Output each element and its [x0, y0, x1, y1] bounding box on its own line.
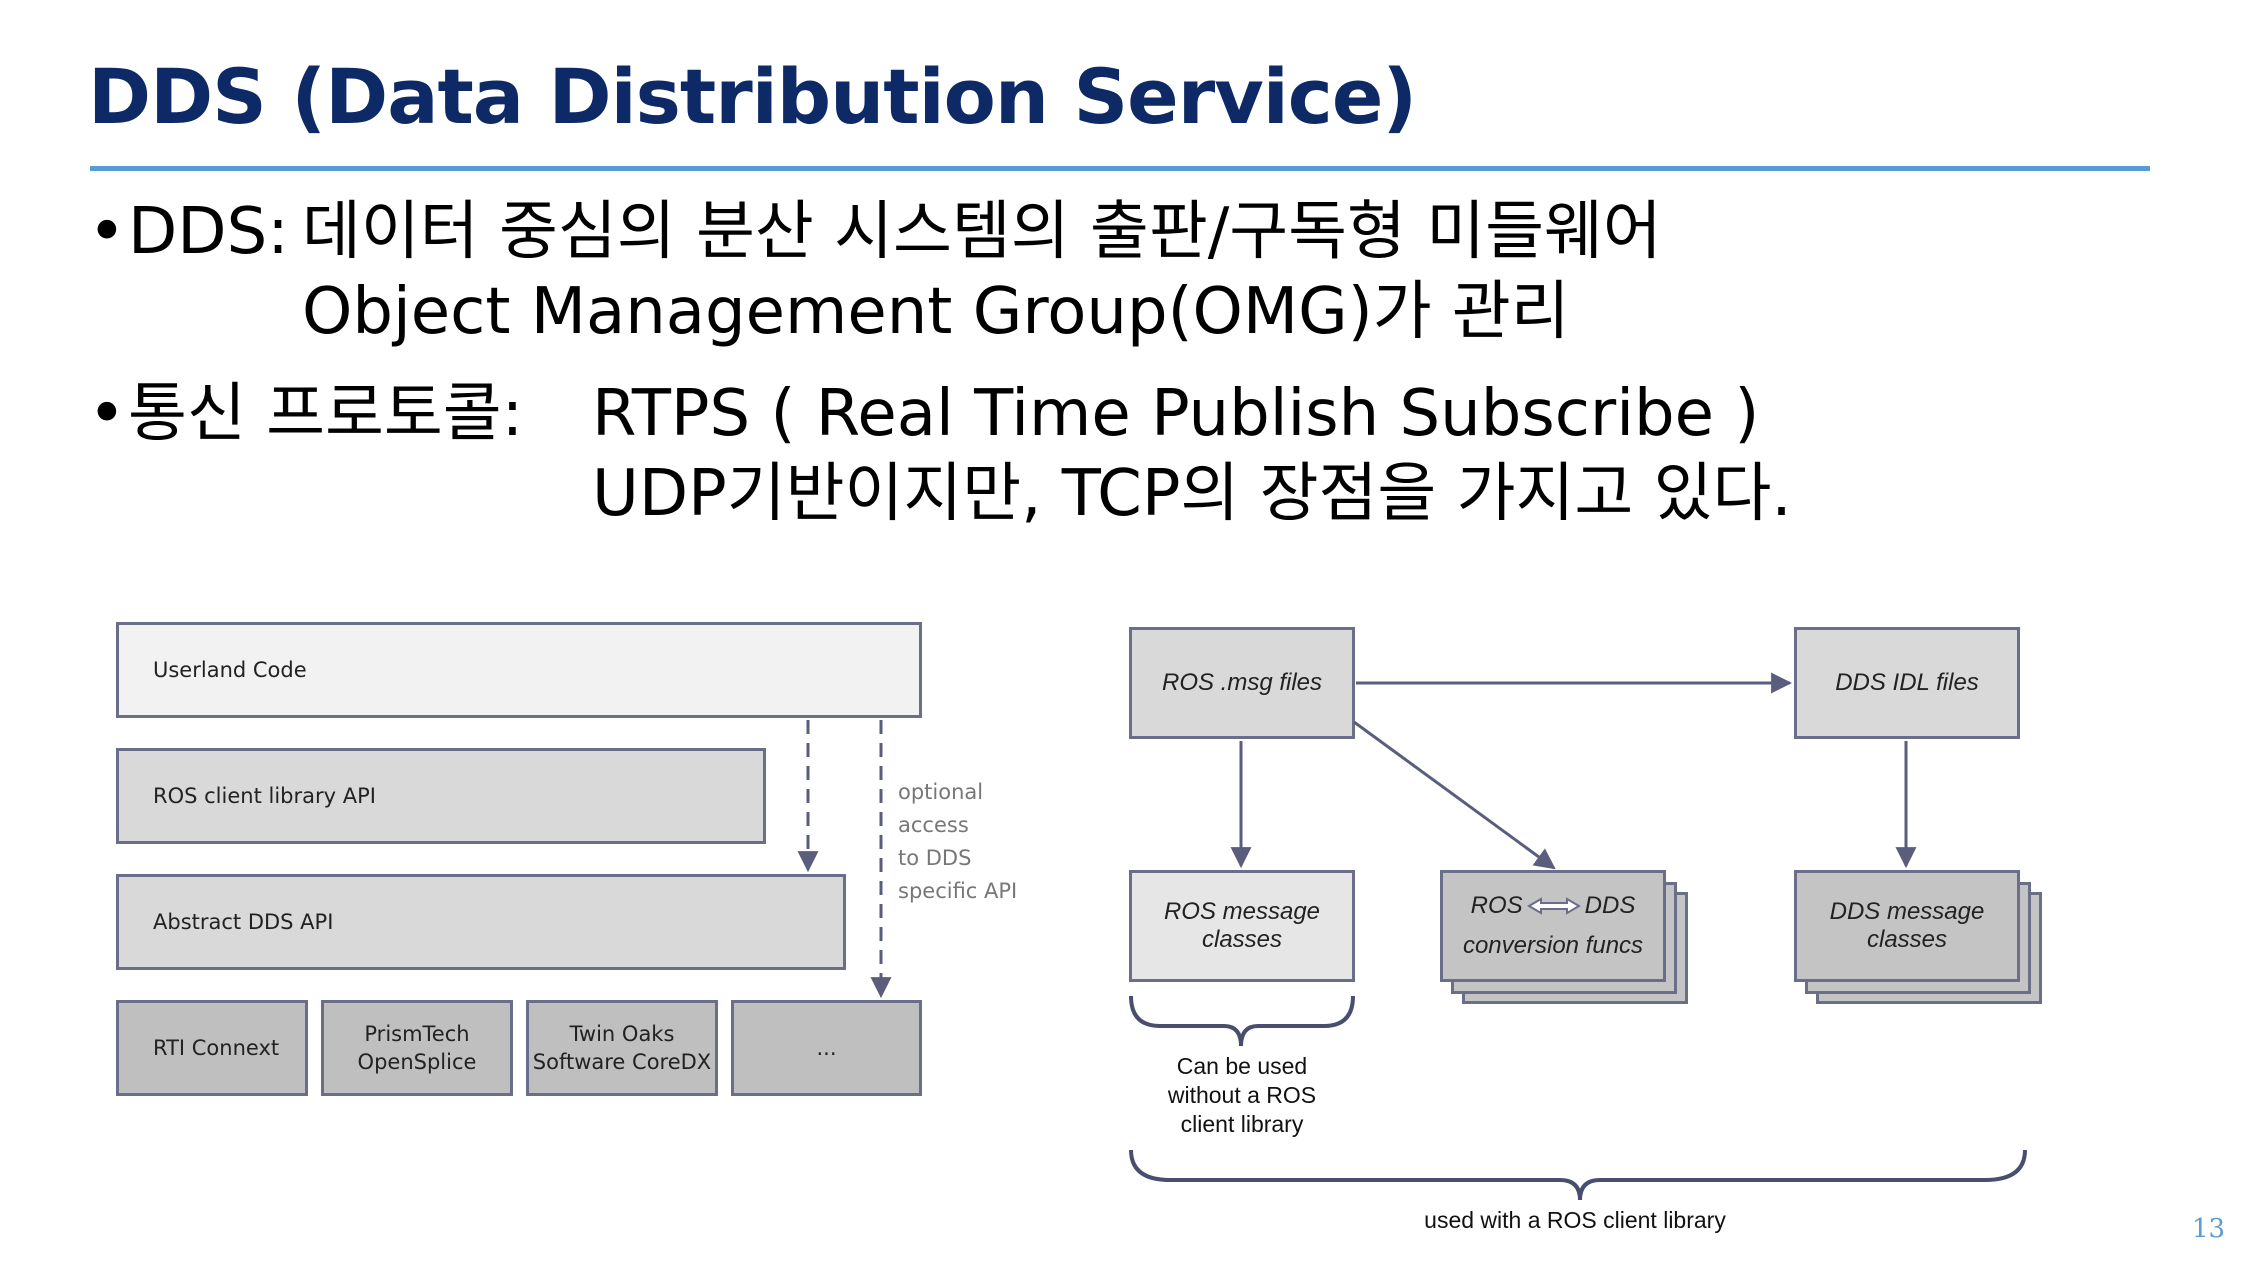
vendor-box-other: ... — [731, 1000, 922, 1096]
conversion-ros-label: ROS — [1470, 892, 1523, 919]
dds-idl-files-label: DDS IDL files — [1835, 669, 1979, 696]
abstract-dds-api-label: Abstract DDS API — [153, 910, 334, 934]
conversion-funcs-box: ROS DDS conversion funcs — [1440, 870, 1666, 982]
title-underline — [90, 166, 2150, 171]
brace-small-label: Can be used without a ROS client library — [1120, 1052, 1364, 1139]
vendor-label-twinoaks: Twin Oaks Software CoreDX — [532, 1022, 712, 1074]
bullet-line-protocol-1: RTPS ( Real Time Publish Subscribe ) — [592, 377, 1760, 451]
bullet-marker-protocol: • — [88, 377, 126, 451]
userland-code-label: Userland Code — [153, 658, 307, 682]
dds-idl-files-box: DDS IDL files — [1794, 627, 2020, 739]
ros-msg-files-label: ROS .msg files — [1161, 669, 1323, 696]
slide-title: DDS (Data Distribution Service) — [88, 52, 1417, 141]
conversion-dds-label: DDS — [1584, 892, 1636, 919]
dds-message-classes-line-2: classes — [1866, 926, 1948, 953]
ros-message-classes-line-2: classes — [1201, 926, 1283, 953]
ros-message-classes-box: ROS message classes — [1129, 870, 1355, 982]
abstract-dds-api-box: Abstract DDS API — [116, 874, 846, 970]
optional-note-line-4: specific API — [898, 879, 1018, 903]
brace-small-line-3: client library — [1180, 1111, 1304, 1137]
bullet-line-dds-2: Object Management Group(OMG)가 관리 — [302, 275, 1570, 349]
ros-message-classes-line-1: ROS message — [1163, 898, 1321, 925]
brace-small-line-1: Can be used — [1176, 1053, 1308, 1079]
optional-note-line-2: access — [898, 813, 969, 837]
userland-code-box: Userland Code — [116, 622, 922, 718]
vendor-label-rti: RTI Connext — [153, 1036, 280, 1060]
bullet-label-protocol: 통신 프로토콜: — [128, 377, 524, 451]
ros-msg-files-box: ROS .msg files — [1129, 627, 1355, 739]
optional-note-line-3: to DDS — [898, 846, 972, 870]
arrow-msg-to-conversion — [1353, 720, 1556, 870]
bidirectional-arrow-icon — [1526, 897, 1581, 915]
vendor-label-prismtech: PrismTech OpenSplice — [357, 1022, 477, 1074]
bullet-line-protocol-2: UDP기반이지만, TCP의 장점을 가지고 있다. — [592, 457, 1792, 531]
vendor-label-other: ... — [816, 1036, 837, 1060]
bullet-line-dds-1: 데이터 중심의 분산 시스템의 출판/구독형 미들웨어 — [302, 195, 1662, 269]
brace-large-label: used with a ROS client library — [1424, 1207, 1726, 1233]
optional-access-note: optional access to DDS specific API — [898, 776, 1017, 908]
dds-message-classes-line-1: DDS message — [1829, 898, 1985, 925]
dds-message-classes-box: DDS message classes — [1794, 870, 2020, 982]
ros-client-api-box: ROS client library API — [116, 748, 766, 844]
optional-note-line-1: optional — [898, 780, 984, 804]
brace-large — [1129, 1149, 2027, 1201]
conversion-funcs-label: conversion funcs — [1462, 932, 1644, 959]
bullet-label-dds: DDS: — [128, 195, 289, 269]
brace-small — [1129, 995, 1355, 1047]
page-number: 13 — [2192, 1214, 2226, 1244]
brace-small-line-2: without a ROS — [1167, 1082, 1317, 1108]
vendor-box-twinoaks: Twin Oaks Software CoreDX — [526, 1000, 718, 1096]
bullet-marker-dds: • — [88, 195, 126, 269]
conversion-title: ROS DDS — [1471, 886, 1636, 926]
ros-client-api-label: ROS client library API — [153, 784, 376, 808]
vendor-box-prismtech: PrismTech OpenSplice — [321, 1000, 513, 1096]
vendor-box-rti: RTI Connext — [116, 1000, 308, 1096]
